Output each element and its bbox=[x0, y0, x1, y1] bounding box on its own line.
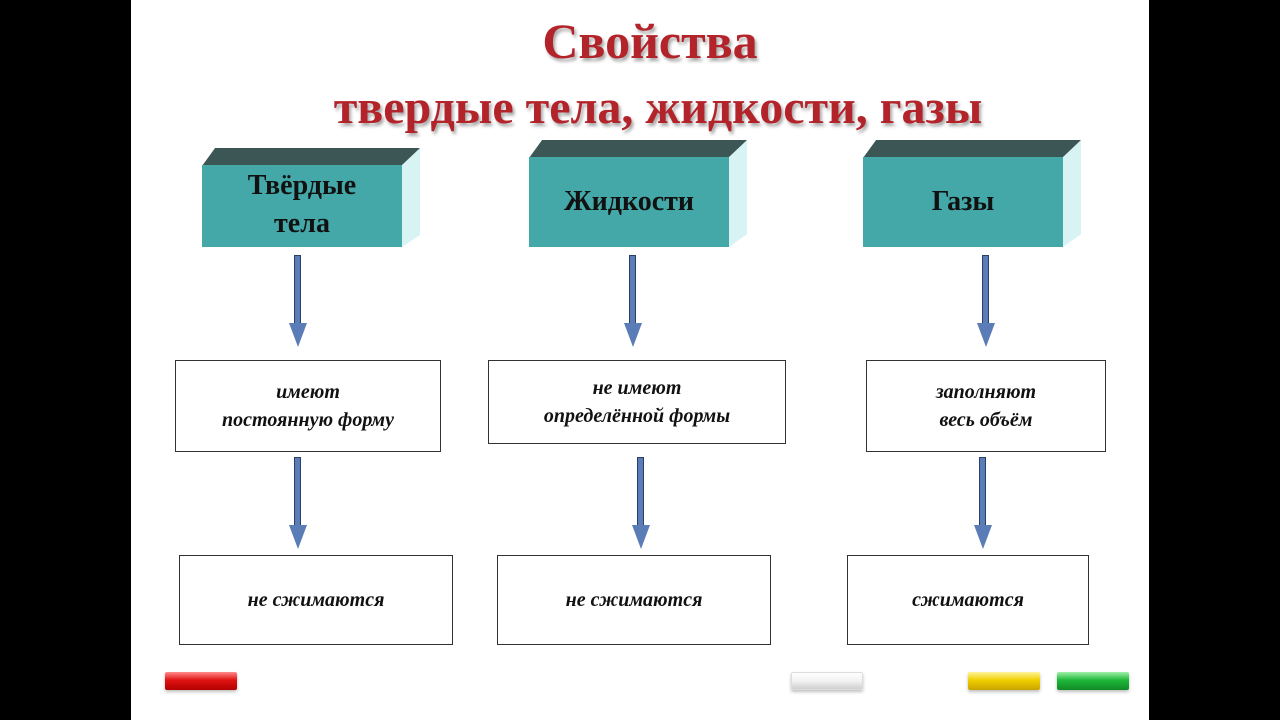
arrow-down bbox=[974, 457, 992, 549]
header-label-liquids: Жидкости bbox=[529, 157, 729, 247]
block-top-face bbox=[529, 140, 747, 158]
block-top-face bbox=[202, 148, 420, 166]
property-box-liquids: не имеют определённой формы bbox=[488, 360, 786, 444]
nav-button-white[interactable] bbox=[791, 672, 863, 690]
property-box-solids: имеют постоянную форму bbox=[175, 360, 441, 452]
header-block-gases: Газы bbox=[863, 140, 1081, 247]
compressibility-box-gases: сжимаются bbox=[847, 555, 1089, 645]
header-block-liquids: Жидкости bbox=[529, 140, 747, 247]
arrow-down bbox=[977, 255, 995, 347]
arrow-down bbox=[624, 255, 642, 347]
nav-button-red[interactable] bbox=[165, 672, 237, 690]
compressibility-box-solids: не сжимаются bbox=[179, 555, 453, 645]
title-line-2: твердые тела, жидкости, газы bbox=[333, 81, 983, 134]
header-label-solids: Твёрдые тела bbox=[202, 165, 402, 247]
arrow-down bbox=[289, 457, 307, 549]
block-side-face bbox=[1063, 140, 1081, 247]
title-line-1: Свойства bbox=[542, 13, 758, 69]
slide: Свойства твердые тела, жидкости, газы Тв… bbox=[131, 0, 1149, 720]
block-top-face bbox=[863, 140, 1081, 158]
header-label-gases: Газы bbox=[863, 157, 1063, 247]
property-box-gases: заполняют весь объём bbox=[866, 360, 1106, 452]
arrow-down bbox=[632, 457, 650, 549]
header-block-solids: Твёрдые тела bbox=[202, 148, 420, 247]
compressibility-box-liquids: не сжимаются bbox=[497, 555, 771, 645]
block-side-face bbox=[402, 148, 420, 247]
nav-button-green[interactable] bbox=[1057, 672, 1129, 690]
arrow-down bbox=[289, 255, 307, 347]
block-side-face bbox=[729, 140, 747, 247]
nav-button-yellow[interactable] bbox=[968, 672, 1040, 690]
